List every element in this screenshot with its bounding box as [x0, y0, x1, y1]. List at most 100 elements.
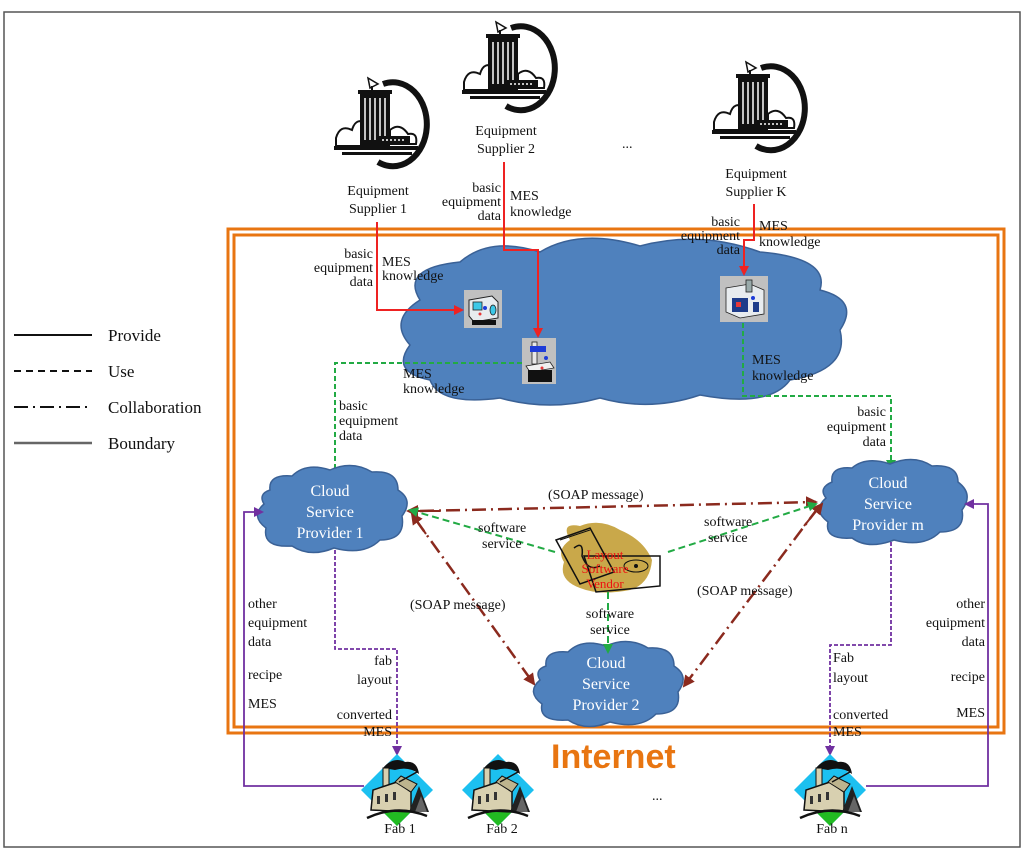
- label-equipment: equipment: [681, 229, 740, 244]
- legend-collaboration-label: Collaboration: [108, 398, 202, 417]
- fabs-ellipsis: ...: [652, 789, 663, 804]
- label-mes: MES: [403, 367, 432, 382]
- supplier-1: Equipment Supplier 1: [334, 78, 427, 217]
- label-basic: basic: [344, 247, 373, 262]
- provider-1-cloud-shape: [256, 464, 408, 554]
- label-equipment: equipment: [248, 616, 307, 631]
- vendor-to-provider-m-service: [667, 501, 818, 553]
- soap-label-left: (SOAP message): [410, 598, 506, 613]
- label-service: service: [482, 537, 522, 552]
- legend-provide-label: Provide: [108, 326, 161, 345]
- supplier-k-label-line1: Equipment: [725, 167, 787, 182]
- soap-label-top: (SOAP message): [548, 488, 644, 503]
- provider-m-cloud-shape: [818, 458, 968, 546]
- provider-1-line1: Cloud: [310, 483, 349, 500]
- label-data: data: [863, 435, 887, 450]
- provider-m-line3: Provider m: [852, 517, 924, 534]
- label-other: other: [956, 597, 985, 612]
- provider-m-to-fab-n-line: [825, 542, 892, 756]
- label-recipe: recipe: [951, 670, 985, 685]
- label-equipment: equipment: [339, 414, 398, 429]
- supplier-2-flow-labels: basic equipment data MES knowledge: [442, 181, 572, 224]
- legend-use-label: Use: [108, 362, 134, 381]
- cloud-service-provider-m: Cloud Service Provider m: [818, 458, 968, 546]
- label-knowledge: knowledge: [752, 369, 813, 384]
- supplier-1-flow-labels: basic equipment data MES knowledge: [314, 247, 444, 290]
- layout-software-vendor: Layout Software Vendor: [554, 522, 661, 593]
- cloud-service-provider-2: Cloud Service Provider 2: [532, 640, 684, 728]
- supplier-2-label-line1: Equipment: [475, 124, 537, 139]
- provider-2-line2: Service: [582, 676, 630, 693]
- internet-label: Internet: [551, 738, 676, 776]
- label-mes: MES: [248, 697, 277, 712]
- supplier-k-flow-labels: basic equipment data MES knowledge: [681, 215, 821, 258]
- provider-m-line2: Service: [864, 496, 912, 513]
- provider-2-line3: Provider 2: [572, 697, 639, 714]
- label-mes: MES: [510, 189, 539, 204]
- fab-1-to-provider-1-line: [243, 507, 364, 787]
- label-layout: layout: [833, 671, 868, 686]
- label-equipment: equipment: [926, 616, 985, 631]
- label-basic: basic: [711, 215, 740, 230]
- outer-frame: [3, 11, 1021, 848]
- cloud-to-provider-m-labels: MES knowledge basic equipment data: [752, 353, 887, 450]
- lathe-machine-icon: [463, 289, 503, 329]
- label-knowledge: knowledge: [403, 382, 464, 397]
- fab-2: Fab 2: [460, 752, 536, 837]
- label-mes: MES: [759, 219, 788, 234]
- label-mes: MES: [363, 725, 392, 740]
- label-data: data: [717, 243, 741, 258]
- label-basic: basic: [472, 181, 501, 196]
- label-knowledge: knowledge: [759, 235, 820, 250]
- label-data: data: [962, 635, 986, 650]
- vendor-to-provider-1-service: [408, 507, 556, 553]
- collab-arrow-head-p1b: [410, 512, 427, 535]
- label-mes: MES: [833, 725, 862, 740]
- supplier-2-label-line2: Supplier 2: [477, 142, 535, 157]
- legend-boundary-label: Boundary: [108, 434, 176, 453]
- soap-label-right: (SOAP message): [697, 584, 793, 599]
- label-basic: basic: [857, 405, 886, 420]
- label-equipment: equipment: [314, 261, 373, 276]
- provider-1-line3: Provider 1: [296, 525, 363, 542]
- label-mes: MES: [382, 255, 411, 270]
- supplier-k: Equipment Supplier K: [712, 62, 805, 200]
- label-converted: converted: [833, 708, 888, 723]
- label-data: data: [478, 209, 502, 224]
- software-disk-icon: [554, 527, 661, 593]
- fab-1-label: Fab 1: [384, 822, 416, 837]
- label-software: software: [586, 607, 634, 622]
- supplier-2: Equipment Supplier 2: [462, 22, 555, 157]
- vendor-line3: Vendor: [586, 576, 624, 591]
- fab-n-to-provider-m-line: [866, 499, 989, 787]
- label-other: other: [248, 597, 277, 612]
- label-software: software: [478, 521, 526, 536]
- collab-provider-m-to-2: [682, 507, 819, 688]
- provider-m-line1: Cloud: [868, 475, 907, 492]
- vendor-line2: Software: [582, 561, 629, 576]
- label-layout: layout: [357, 673, 392, 688]
- fab-n-label: Fab n: [816, 822, 848, 837]
- cloud-to-provider-1-use-arrow: [330, 362, 522, 480]
- cmm-machine-icon: [521, 337, 557, 385]
- milling-machine-icon: [719, 275, 769, 323]
- collab-provider-1-to-2: [414, 519, 536, 686]
- label-equipment: equipment: [442, 195, 501, 210]
- label-fab: Fab: [833, 651, 854, 666]
- label-recipe: recipe: [248, 668, 282, 683]
- vendor-line1: Layout: [587, 547, 624, 562]
- label-service: service: [708, 531, 748, 546]
- label-service: service: [590, 623, 630, 638]
- label-converted: converted: [337, 708, 392, 723]
- label-basic: basic: [339, 399, 368, 414]
- supplier-1-provide-arrow: [376, 222, 464, 315]
- provider-2-cloud-shape: [532, 640, 684, 728]
- label-mes: MES: [752, 353, 781, 368]
- fab-n-side-labels: other equipment data recipe MES Fab layo…: [833, 597, 986, 740]
- supplier-1-label-line1: Equipment: [347, 184, 409, 199]
- fab-2-label: Fab 2: [486, 822, 518, 837]
- label-software: software: [704, 515, 752, 530]
- cloud-to-provider-m-use-arrow: [742, 323, 896, 470]
- label-fab: fab: [374, 654, 392, 669]
- fab-1: Fab 1: [359, 752, 435, 837]
